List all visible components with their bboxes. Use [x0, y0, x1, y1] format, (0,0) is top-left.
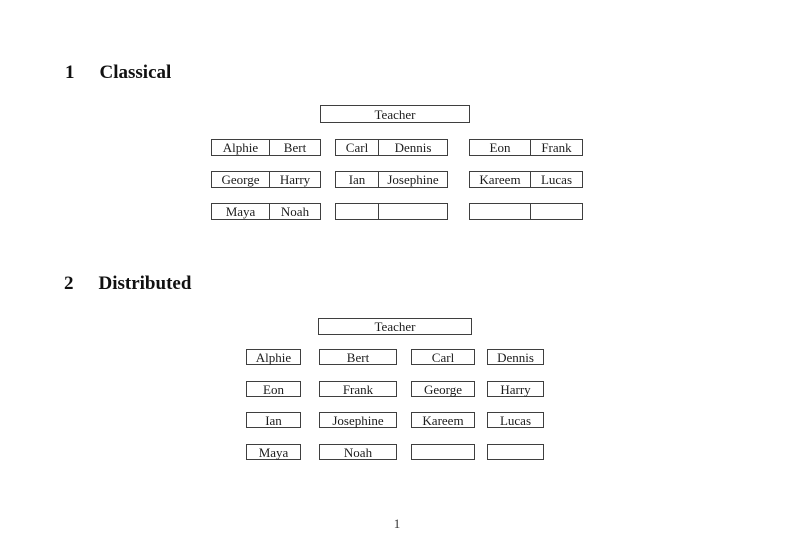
student-box: George [411, 381, 475, 397]
student-box: Maya [246, 444, 301, 460]
section-number: 1 [65, 62, 75, 83]
section-heading-distributed: 2 Distributed [64, 273, 191, 294]
seat-cell-empty [470, 204, 530, 219]
seat-cell: Carl [345, 140, 369, 155]
teacher-box: Teacher [320, 105, 470, 123]
student-box: Harry [487, 381, 544, 397]
seat-cell: Ian [348, 172, 366, 187]
seat-cell-empty [378, 204, 447, 219]
teacher-box: Teacher [318, 318, 472, 335]
student-box: Dennis [487, 349, 544, 365]
seat-cell: Noah [269, 204, 320, 219]
seat-cell: Harry [269, 172, 320, 187]
teacher-label: Teacher [374, 319, 416, 334]
student-box: Frank [319, 381, 397, 397]
student-box: Carl [411, 349, 475, 365]
seat-cell: Lucas [530, 172, 582, 187]
student-box: Bert [319, 349, 397, 365]
desk: George Harry [211, 171, 321, 188]
page-number: 1 [393, 516, 401, 531]
section-number: 2 [64, 273, 74, 294]
student-box: Noah [319, 444, 397, 460]
seat-cell: Josephine [378, 172, 447, 187]
desk: Eon Frank [469, 139, 583, 156]
seat-cell: Alphie [222, 140, 259, 155]
desk: Carl Dennis [335, 139, 448, 156]
section-heading-classical: 1 Classical [65, 62, 171, 83]
student-box: Kareem [411, 412, 475, 428]
seat-cell: Eon [489, 140, 511, 155]
section-title: Classical [99, 62, 172, 83]
student-box: Lucas [487, 412, 544, 428]
student-box-empty [487, 444, 544, 460]
section-title: Distributed [98, 273, 192, 294]
desk: Maya Noah [211, 203, 321, 220]
student-box: Ian [246, 412, 301, 428]
student-box: Eon [246, 381, 301, 397]
desk [469, 203, 583, 220]
seat-cell-empty [336, 204, 378, 219]
desk: Kareem Lucas [469, 171, 583, 188]
seat-cell: Bert [269, 140, 320, 155]
teacher-label: Teacher [374, 106, 416, 122]
student-box-empty [411, 444, 475, 460]
seat-cell: George [221, 172, 260, 187]
desk: Alphie Bert [211, 139, 321, 156]
desk: Ian Josephine [335, 171, 448, 188]
desk [335, 203, 448, 220]
seat-cell: Frank [530, 140, 582, 155]
student-box: Alphie [246, 349, 301, 365]
seat-cell: Maya [225, 204, 256, 219]
seat-cell: Kareem [479, 172, 521, 187]
seat-cell-empty [530, 204, 582, 219]
student-box: Josephine [319, 412, 397, 428]
seat-cell: Dennis [378, 140, 447, 155]
